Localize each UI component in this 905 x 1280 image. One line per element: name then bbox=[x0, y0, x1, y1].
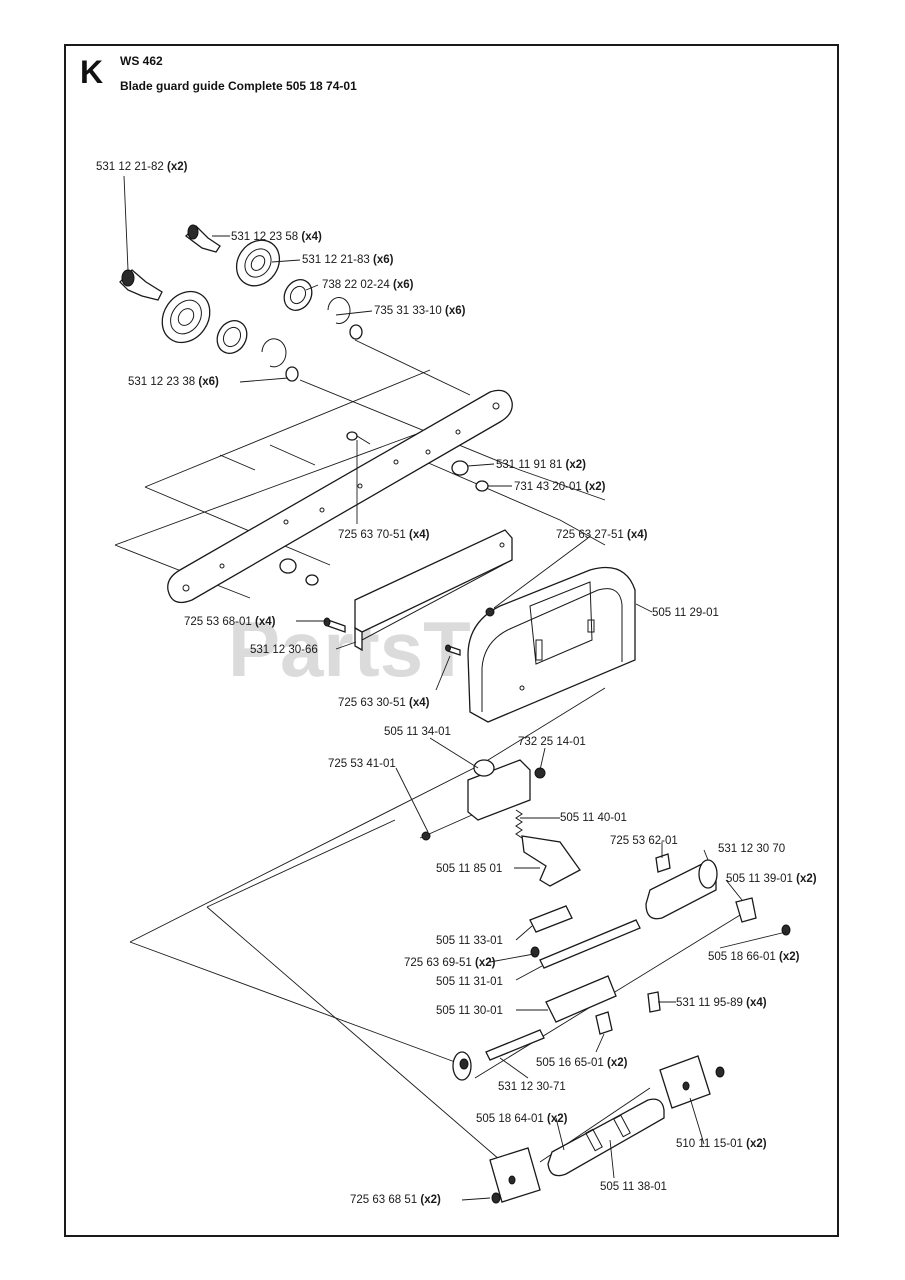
part-label: 732 25 14-01 bbox=[518, 736, 586, 748]
guide-block-assembly bbox=[419, 759, 581, 887]
label-leaders bbox=[123, 175, 787, 1201]
part-label: 531 12 30-66 bbox=[250, 644, 318, 656]
part-labels: 531 12 21-82 (x2) 531 12 23 58 (x4) 531 … bbox=[96, 161, 817, 1206]
part-label: 505 18 64-01 (x2) bbox=[476, 1113, 568, 1125]
tension-assembly bbox=[529, 853, 791, 1035]
rod-assembly bbox=[452, 1029, 725, 1204]
diagram-title: Blade guard guide Complete 505 18 74-01 bbox=[120, 79, 357, 93]
part-label: 505 11 40-01 bbox=[560, 812, 627, 824]
part-label: 531 12 30-71 bbox=[498, 1081, 566, 1093]
model-name: WS 462 bbox=[120, 54, 163, 68]
projection-lines bbox=[114, 339, 746, 1163]
part-label: 505 11 29-01 bbox=[652, 607, 719, 619]
blade-guard bbox=[467, 566, 636, 723]
pulley-assembly bbox=[119, 224, 363, 382]
diagram-frame bbox=[64, 44, 839, 1237]
part-label: 725 53 68-01 (x4) bbox=[184, 616, 276, 628]
part-label: 725 63 30-51 (x4) bbox=[338, 697, 430, 709]
part-label: 725 63 70-51 (x4) bbox=[338, 529, 430, 541]
part-label: 735 31 33-10 (x6) bbox=[374, 305, 466, 317]
section-letter: K bbox=[80, 54, 104, 90]
part-label: 531 12 23 58 (x4) bbox=[231, 231, 322, 243]
part-label: 505 11 39-01 (x2) bbox=[726, 873, 817, 885]
part-label: 531 12 30 70 bbox=[718, 843, 785, 855]
part-label: 725 53 62-01 bbox=[610, 835, 678, 847]
part-label: 731 43 20-01 (x2) bbox=[514, 481, 606, 493]
part-label: 505 18 66-01 (x2) bbox=[708, 951, 800, 963]
part-label: 505 11 33-01 bbox=[436, 935, 503, 947]
part-label: 505 11 34-01 bbox=[384, 726, 451, 738]
part-label: 510 11 15-01 (x2) bbox=[676, 1138, 767, 1150]
part-label: 531 11 91 81 (x2) bbox=[496, 459, 586, 471]
part-label: 738 22 02-24 (x6) bbox=[322, 279, 414, 291]
bracket-plate bbox=[323, 529, 513, 656]
part-label: 531 12 21-82 (x2) bbox=[96, 161, 188, 173]
part-label: 531 12 21-83 (x6) bbox=[302, 254, 394, 266]
part-label: 505 11 38-01 bbox=[600, 1181, 667, 1193]
part-label: 505 16 65-01 (x2) bbox=[536, 1057, 628, 1069]
part-label: 505 11 85 01 bbox=[436, 863, 502, 875]
part-label: 505 11 30-01 bbox=[436, 1005, 503, 1017]
guide-bar bbox=[167, 389, 513, 604]
part-label: 531 11 95-89 (x4) bbox=[676, 997, 767, 1009]
part-label: 725 63 68 51 (x2) bbox=[350, 1194, 441, 1206]
part-label: 725 63 69-51 (x2) bbox=[404, 957, 496, 969]
part-label: 505 11 31-01 bbox=[436, 976, 503, 988]
part-label: 725 53 41-01 bbox=[328, 758, 396, 770]
part-label: 531 12 23 38 (x6) bbox=[128, 376, 219, 388]
part-label: 725 63 27-51 (x4) bbox=[556, 529, 648, 541]
